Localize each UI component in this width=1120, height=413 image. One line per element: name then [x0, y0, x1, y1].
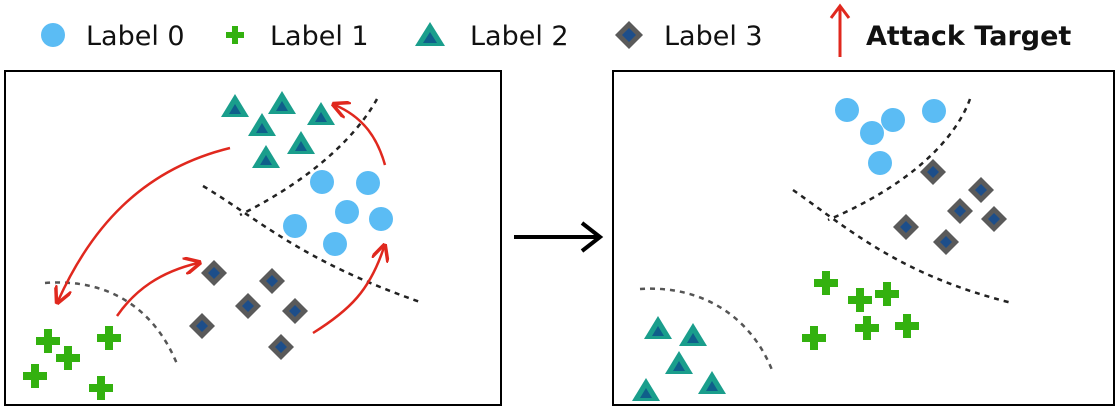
triangle-point	[665, 351, 693, 374]
label1-legend-text: Label 1	[270, 21, 369, 52]
right-label2-triangles	[632, 316, 726, 401]
label0-legend-text: Label 0	[86, 21, 185, 52]
left-boundary-upper	[239, 98, 379, 217]
label1-legend-icon	[226, 26, 244, 44]
plus-point	[56, 346, 80, 370]
attack-target-legend-icon	[829, 3, 851, 57]
triangle-point	[632, 378, 660, 401]
diamond-point	[947, 198, 973, 224]
circle-point	[356, 171, 380, 195]
diamond-point	[235, 293, 261, 319]
plus-point	[97, 326, 121, 350]
left-label0-circles	[283, 170, 393, 256]
triangle-point	[287, 131, 315, 154]
circle-point	[283, 214, 307, 238]
circle-point	[860, 121, 884, 145]
attack-arrow-plus-to-diamonds	[115, 263, 198, 317]
label0-legend-icon	[41, 23, 65, 47]
right-boundary-lower	[639, 287, 774, 371]
circle-point	[323, 232, 347, 256]
plus-point	[802, 326, 826, 350]
diamond-point	[968, 177, 994, 203]
triangle-point	[248, 113, 276, 136]
left-label3-diamonds	[189, 260, 308, 360]
right-label0-circles	[835, 98, 946, 175]
plus-point	[855, 316, 879, 340]
attack-arrow-circles-to-triangles	[335, 105, 387, 166]
left-boundary-middle	[202, 184, 421, 304]
diamond-point	[981, 206, 1007, 232]
triangle-point	[307, 102, 335, 125]
triangle-point	[698, 371, 726, 394]
left-panel-frame	[4, 70, 502, 406]
plus-point	[23, 364, 47, 388]
after-attack-panel	[612, 70, 1115, 406]
legend: Label 0 Label 1 Label 2 Label 3 Attack T…	[41, 3, 1071, 57]
circle-point	[369, 207, 393, 231]
diamond-point	[282, 298, 308, 324]
diamond-point	[933, 229, 959, 255]
plus-point	[848, 288, 872, 312]
diamond-point	[259, 268, 285, 294]
left-label2-triangles	[221, 91, 335, 168]
right-boundary-upper	[827, 98, 972, 222]
label3-legend-text: Label 3	[664, 21, 763, 52]
before-attack-panel	[4, 70, 502, 406]
diamond-point	[189, 313, 215, 339]
triangle-point	[268, 91, 296, 114]
transition-arrow-icon	[514, 221, 604, 253]
left-label1-pluses	[23, 326, 121, 400]
right-label3-diamonds	[893, 159, 1007, 255]
diamond-point	[893, 214, 919, 240]
circle-point	[310, 170, 334, 194]
plus-point	[895, 314, 919, 338]
right-panel-frame	[612, 70, 1115, 406]
diamond-point	[268, 334, 294, 360]
circle-point	[881, 108, 905, 132]
triangle-point	[221, 94, 249, 117]
label3-legend-icon	[615, 21, 643, 49]
plus-point	[875, 282, 899, 306]
plus-point	[36, 329, 60, 353]
circle-point	[835, 98, 859, 122]
triangle-point	[644, 316, 672, 339]
attack-target-legend-text: Attack Target	[866, 21, 1071, 52]
triangle-point	[679, 323, 707, 346]
circle-point	[335, 200, 359, 224]
triangle-point	[252, 145, 280, 168]
attack-arrow-triangles-to-plus	[58, 146, 231, 301]
plus-point	[89, 376, 113, 400]
label2-legend-text: Label 2	[470, 21, 569, 52]
diamond-point	[201, 260, 227, 286]
attack-arrow-diamonds-to-circles	[312, 247, 384, 335]
circle-point	[922, 99, 946, 123]
circle-point	[868, 151, 892, 175]
plus-point	[814, 271, 838, 295]
diamond-point	[920, 159, 946, 185]
right-label1-pluses	[802, 271, 919, 350]
label2-legend-icon	[415, 22, 445, 46]
